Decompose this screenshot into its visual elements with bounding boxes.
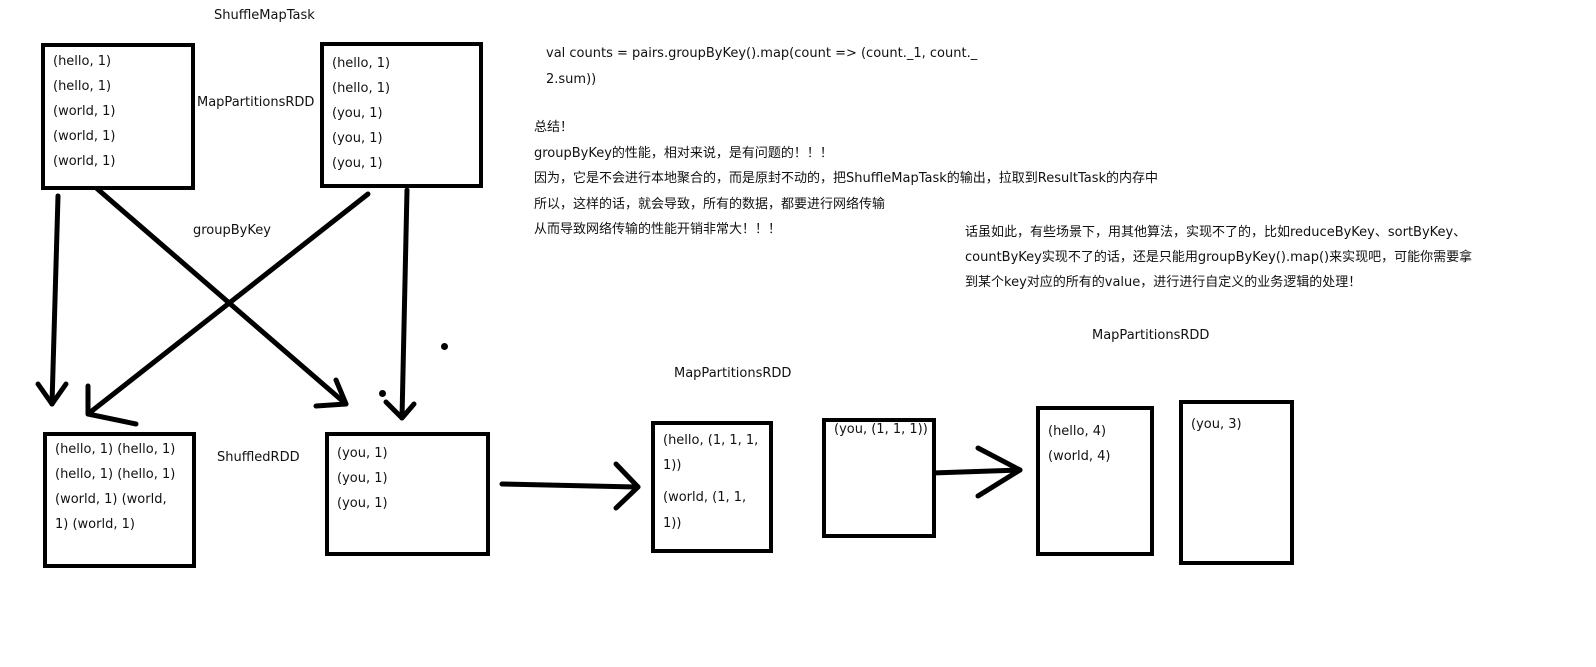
arrow-left-cross-head xyxy=(313,377,349,409)
shuffle-map-task-label: ShuffleMapTask xyxy=(214,8,315,23)
arrow-to-grouped-head xyxy=(613,461,641,511)
map-partitions-rdd-label: MapPartitionsRDD xyxy=(1092,328,1210,343)
note-text: 话虽如此，有些场景下，用其他算法，实现不了的，比如reduceByKey、sor… xyxy=(965,220,1472,295)
record: (you, 1) xyxy=(337,446,388,461)
stray-dot xyxy=(441,343,448,350)
record: (hello, 1) xyxy=(332,56,391,71)
record: (you, 3) xyxy=(1191,417,1242,432)
arrow-right-down-head xyxy=(383,399,417,421)
record: (world, 4) xyxy=(1048,449,1111,464)
record: (hello, 1) xyxy=(332,81,391,96)
record: 1) (world, 1) xyxy=(55,517,135,532)
summary-line: 所以，这样的话，就会导致，所有的数据，都要进行网络传输 xyxy=(534,196,886,212)
record: (world, 1) xyxy=(53,129,116,144)
grouped-partition-box: (you, (1, 1, 1)) xyxy=(822,418,936,538)
record: (hello, 4) xyxy=(1048,424,1107,439)
record: (you, 1) xyxy=(337,496,388,511)
summary-text: 总结！ groupByKey的性能，相对来说，是有问题的！！！ 因为，它是不会进… xyxy=(534,115,1158,243)
summary-line: 因为，它是不会进行本地聚合的，而是原封不动的，把ShuffleMapTask的输… xyxy=(534,171,1159,186)
record: 1)) xyxy=(663,516,682,531)
shuffled-partition-box: (you, 1) (you, 1) (you, 1) xyxy=(325,432,490,556)
shuffled-rdd-label: ShuffledRDD xyxy=(217,450,300,465)
arrow-right-cross-head xyxy=(85,383,139,427)
code-line: 2.sum)) xyxy=(546,71,597,87)
arrow-to-final xyxy=(929,467,1023,476)
record: (hello, (1, 1, 1, xyxy=(663,433,759,448)
summary-line: 总结！ xyxy=(534,120,574,135)
code-snippet: val counts = pairs.groupByKey().map(coun… xyxy=(546,41,977,92)
record: (you, 1) xyxy=(332,131,383,146)
record: (you, (1, 1, 1)) xyxy=(834,422,928,437)
summary-line: 从而导致网络传输的性能开销非常大！！！ xyxy=(534,222,782,237)
record: (world, (1, 1, xyxy=(663,490,747,505)
arrow-to-grouped xyxy=(499,481,641,490)
record: (hello, 1) (hello, 1) xyxy=(55,467,176,482)
record: (hello, 1) xyxy=(53,79,112,94)
note-line: 到某个key对应的所有的value，进行进行自定义的业务逻辑的处理！ xyxy=(965,275,1362,290)
record: (world, 1) xyxy=(53,104,116,119)
note-line: 话虽如此，有些场景下，用其他算法，实现不了的，比如reduceByKey、sor… xyxy=(965,225,1467,240)
arrow-to-final-head xyxy=(975,445,1023,499)
record: (world, 1) xyxy=(53,154,116,169)
record: (hello, 1) xyxy=(53,54,112,69)
record: (you, 1) xyxy=(332,156,383,171)
record: (you, 1) xyxy=(337,471,388,486)
record: 1)) xyxy=(663,458,682,473)
map-partition-box: (hello, 1) (hello, 1) (world, 1) (world,… xyxy=(41,43,195,190)
arrow-left-cross xyxy=(91,183,349,407)
map-partitions-rdd-label: MapPartitionsRDD xyxy=(674,366,792,381)
record: (hello, 1) (hello, 1) xyxy=(55,442,176,457)
map-partitions-rdd-label: MapPartitionsRDD xyxy=(197,95,315,110)
arrow-left-down-head xyxy=(35,381,69,407)
record: (you, 1) xyxy=(332,106,383,121)
arrow-right-cross xyxy=(85,191,371,417)
arrow-right-down xyxy=(399,187,410,421)
shuffled-partition-box: (hello, 1) (hello, 1) (hello, 1) (hello,… xyxy=(43,432,196,568)
code-line: val counts = pairs.groupByKey().map(coun… xyxy=(546,46,978,61)
grouped-partition-box: (hello, (1, 1, 1, 1)) (world, (1, 1, 1)) xyxy=(651,421,773,553)
map-partition-box: (hello, 1) (hello, 1) (you, 1) (you, 1) … xyxy=(320,42,483,188)
arrow-left-down xyxy=(49,193,61,407)
stray-dot xyxy=(379,390,386,397)
group-by-key-label: groupByKey xyxy=(193,223,271,238)
note-line: countByKey实现不了的话，还是只能用groupByKey().map()… xyxy=(965,250,1473,265)
result-partition-box: (you, 3) xyxy=(1179,400,1294,565)
summary-line: groupByKey的性能，相对来说，是有问题的！！！ xyxy=(534,145,833,161)
result-partition-box: (hello, 4) (world, 4) xyxy=(1036,406,1154,556)
record: (world, 1) (world, xyxy=(55,492,167,507)
